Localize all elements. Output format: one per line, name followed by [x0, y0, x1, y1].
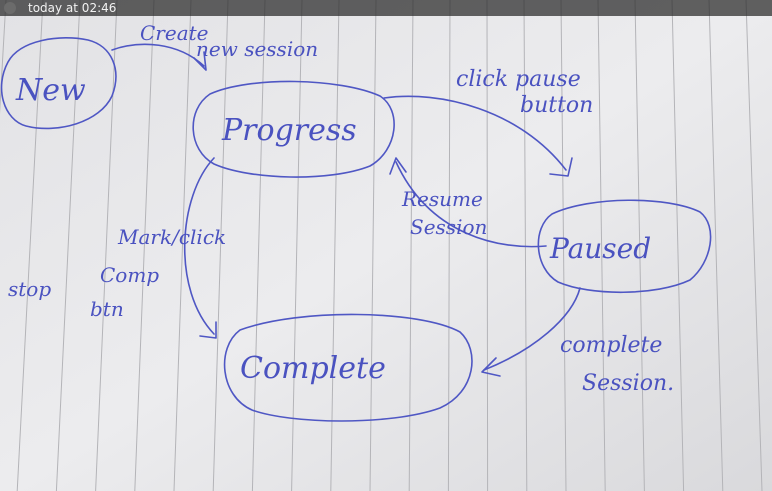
- rule-line: [597, 0, 606, 491]
- rule-line: [173, 0, 192, 491]
- rule-line: [212, 0, 229, 491]
- rule-line: [486, 0, 489, 491]
- label-resume: Resume: [401, 187, 483, 211]
- label-click-pause: click pause: [456, 67, 581, 92]
- arrowhead-paused-to-progress: [389, 157, 407, 175]
- state-complete-bubble: [223, 313, 473, 422]
- rule-line: [708, 0, 724, 491]
- rule-line: [95, 0, 118, 491]
- arrow-progress-to-complete: [183, 157, 215, 335]
- rule-line: [447, 0, 451, 491]
- state-progress-label: Progress: [221, 113, 357, 148]
- arrowhead-new-to-progress: [193, 51, 207, 71]
- label-mark-click: Mark/click: [117, 225, 226, 249]
- rule-line: [523, 0, 528, 491]
- arrow-progress-to-paused: [383, 95, 567, 171]
- state-progress-bubble: [192, 80, 395, 178]
- label-new-session: new session: [196, 37, 318, 61]
- label-complete-session: Session.: [582, 371, 674, 396]
- arrowhead-progress-to-complete: [199, 321, 217, 339]
- rule-line: [560, 0, 567, 491]
- state-complete-label: Complete: [240, 351, 386, 386]
- rule-line: [408, 0, 414, 491]
- app-icon: [4, 2, 16, 14]
- rule-line: [330, 0, 340, 491]
- label-create: Create: [140, 21, 209, 45]
- label-complete: complete: [560, 333, 662, 358]
- rule-line: [369, 0, 377, 491]
- arrow-paused-to-progress: [395, 161, 547, 248]
- label-btn: btn: [90, 297, 124, 321]
- rule-line: [671, 0, 685, 491]
- arrowhead-progress-to-paused: [549, 157, 573, 177]
- rule-line: [16, 0, 44, 491]
- timestamp: today at 02:46: [28, 1, 117, 15]
- rule-line: [134, 0, 155, 491]
- state-new-label: New: [15, 73, 86, 108]
- rule-line: [745, 0, 763, 491]
- label-comp: Comp: [100, 263, 159, 287]
- state-paused-bubble: [537, 199, 712, 294]
- state-new-bubble: [0, 37, 117, 130]
- label-stop: stop: [8, 277, 51, 301]
- label-resume-session: Session: [410, 215, 487, 239]
- status-bar: today at 02:46: [0, 0, 772, 16]
- rule-line: [55, 0, 81, 491]
- arrow-paused-to-complete: [483, 287, 581, 371]
- label-button: button: [520, 93, 593, 118]
- state-paused-label: Paused: [549, 232, 651, 265]
- rule-line: [634, 0, 645, 491]
- arrowhead-paused-to-complete: [481, 357, 501, 377]
